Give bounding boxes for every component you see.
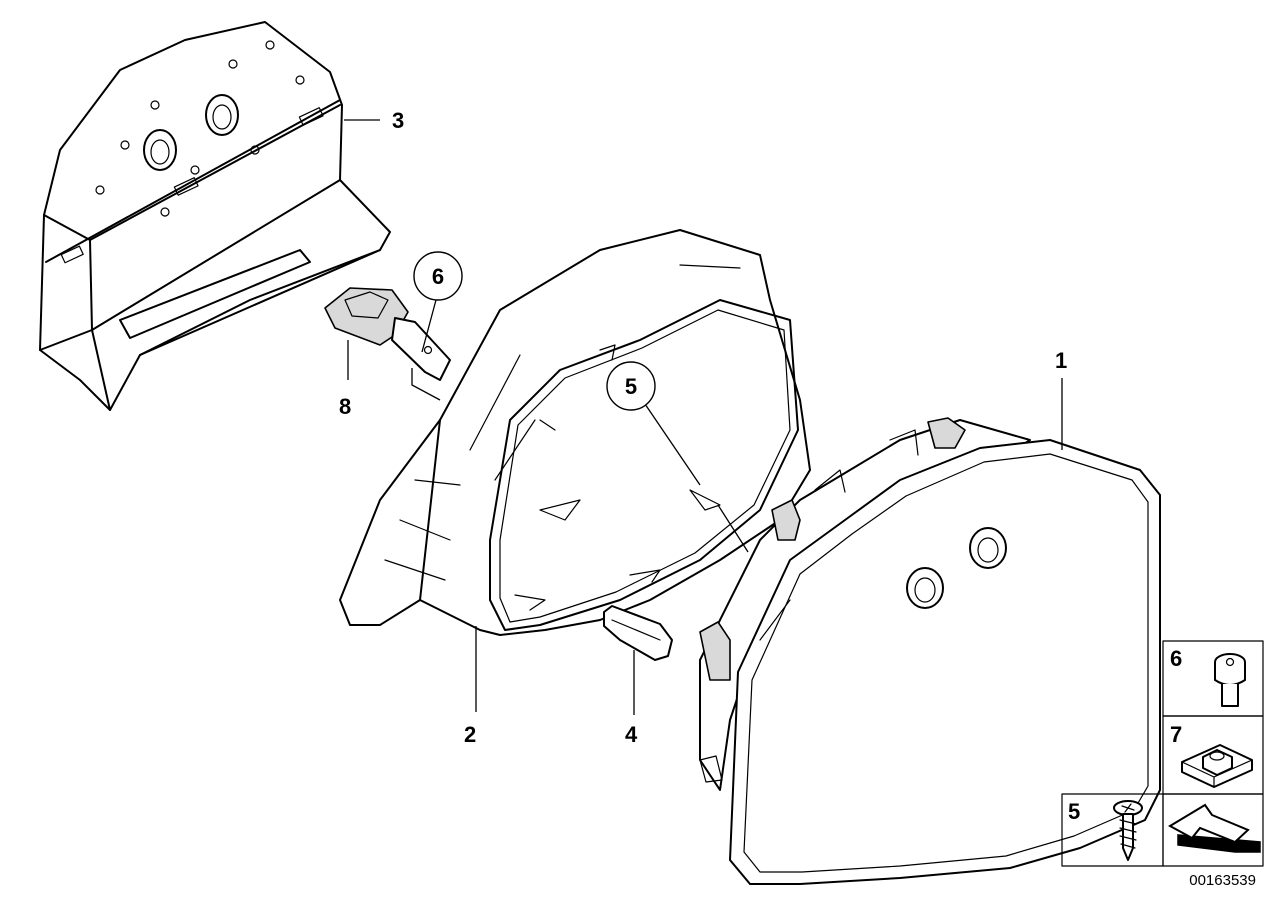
- callout-1: 1: [1055, 348, 1067, 373]
- part-8-bracket: [324, 287, 451, 381]
- callouts: 1 2 3 4 8 6 5: [339, 108, 1067, 747]
- legend-label-6: 6: [1170, 646, 1182, 671]
- callout-3: 3: [392, 108, 404, 133]
- direction-arrow-icon: [1167, 803, 1261, 853]
- clip-nut-7-icon: [1181, 744, 1253, 788]
- callout-4: 4: [625, 722, 638, 747]
- part-2-housing: [339, 229, 811, 636]
- callout-6-circle: [413, 251, 463, 301]
- part-4-cover-cap: [603, 605, 673, 661]
- part-1-instrument-cluster: [699, 417, 1161, 885]
- callout-2: 2: [464, 722, 476, 747]
- callout-5-circle: [606, 361, 656, 411]
- document-id: 00163539: [1189, 872, 1256, 889]
- legend-label-7: 7: [1170, 722, 1182, 747]
- callout-5-circled: 5: [625, 374, 637, 399]
- leader-lines: [344, 119, 1063, 715]
- fastener-legend: 6 7 5: [1061, 640, 1264, 867]
- screw-6-icon: [1214, 653, 1246, 707]
- legend-label-5: 5: [1068, 799, 1080, 824]
- self-tapping-screw-5-icon: [1113, 800, 1143, 861]
- callout-8: 8: [339, 394, 351, 419]
- callout-6-circled: 6: [432, 264, 444, 289]
- part-3-carrier-plate: [39, 21, 391, 411]
